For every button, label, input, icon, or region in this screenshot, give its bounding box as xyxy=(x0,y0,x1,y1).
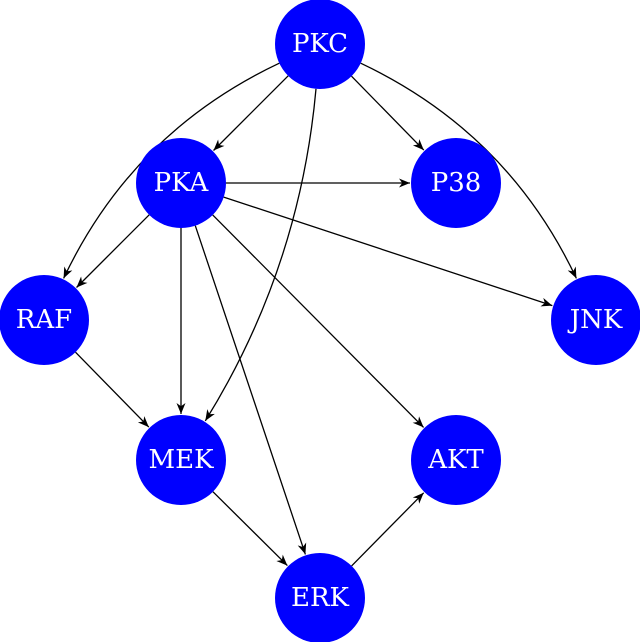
node-label: JNK xyxy=(567,305,623,335)
node-label: AKT xyxy=(427,445,484,475)
node-label: ERK xyxy=(291,583,350,613)
edge-pkc-to-mek xyxy=(204,88,317,422)
node-label: PKC xyxy=(292,29,348,59)
node-label: RAF xyxy=(16,305,72,335)
edge-pkc-to-pka xyxy=(213,75,289,151)
node-circle xyxy=(275,553,365,642)
node-circle xyxy=(136,138,226,228)
edges-layer xyxy=(63,62,577,567)
node-label: PKA xyxy=(154,168,210,198)
node-label: P38 xyxy=(431,168,482,198)
edge-pka-to-jnk xyxy=(223,196,553,307)
node-circle xyxy=(275,0,365,89)
edge-pka-to-raf xyxy=(76,214,150,288)
node-circle xyxy=(411,138,501,228)
node-mek: MEK xyxy=(136,415,226,505)
node-circle xyxy=(0,275,89,365)
node-circle xyxy=(411,415,501,505)
node-pkc: PKC xyxy=(275,0,365,89)
edge-erk-to-akt xyxy=(351,492,425,567)
edge-pkc-to-p38 xyxy=(351,75,425,151)
node-circle xyxy=(136,415,226,505)
node-jnk: JNK xyxy=(551,275,640,365)
edge-pka-to-erk xyxy=(194,225,307,555)
node-raf: RAF xyxy=(0,275,89,365)
node-label: MEK xyxy=(148,445,214,475)
node-pka: PKA xyxy=(136,138,226,228)
node-erk: ERK xyxy=(275,553,365,642)
node-circle xyxy=(551,275,640,365)
edge-pka-to-akt xyxy=(212,214,425,428)
node-akt: AKT xyxy=(411,415,501,505)
node-p38: P38 xyxy=(411,138,501,228)
edge-raf-to-mek xyxy=(75,351,150,428)
edge-mek-to-erk xyxy=(212,491,288,567)
